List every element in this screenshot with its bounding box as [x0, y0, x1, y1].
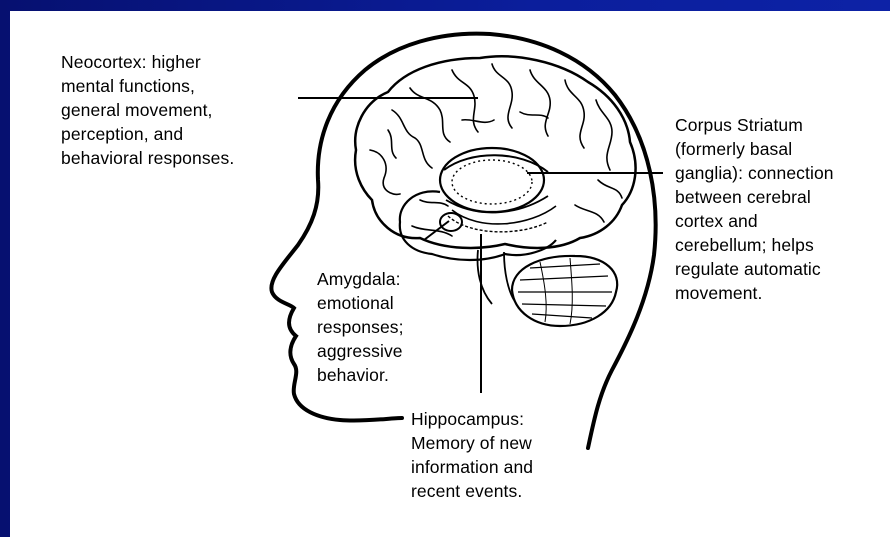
corpus-striatum-shape	[440, 148, 556, 224]
corpus-striatum-label: Corpus Striatum (formerly basal ganglia)…	[675, 113, 887, 305]
cerebellum-shape	[512, 256, 617, 326]
neocortex-label: Neocortex: higher mental functions, gene…	[61, 50, 306, 170]
cortex-gyri	[370, 64, 622, 236]
amygdala-label: Amygdala: emotional responses; aggressiv…	[317, 267, 437, 387]
cerebrum-outline	[355, 56, 635, 248]
hippocampus-label: Hippocampus: Memory of new information a…	[411, 407, 591, 503]
amygdala-shape	[440, 213, 462, 231]
